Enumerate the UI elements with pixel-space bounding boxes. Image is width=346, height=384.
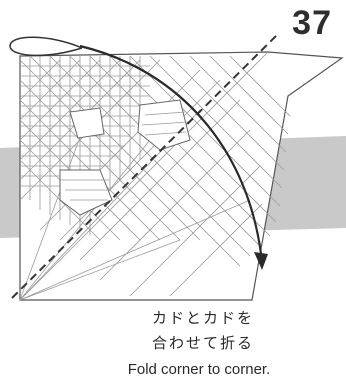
instruction-english: Fold corner to corner. <box>127 361 271 378</box>
flap-details <box>59 99 191 216</box>
step-number: 37 <box>292 4 332 42</box>
corner-loop <box>9 36 83 57</box>
instruction-japanese-line-2: 合わせて折る <box>151 334 254 352</box>
fold-arrow <box>79 44 264 263</box>
fold-arrow-head <box>254 252 268 270</box>
valley-fold-line <box>11 33 279 299</box>
instruction-japanese-line-1: カドとカドを <box>151 309 254 327</box>
paper-model <box>19 51 344 301</box>
